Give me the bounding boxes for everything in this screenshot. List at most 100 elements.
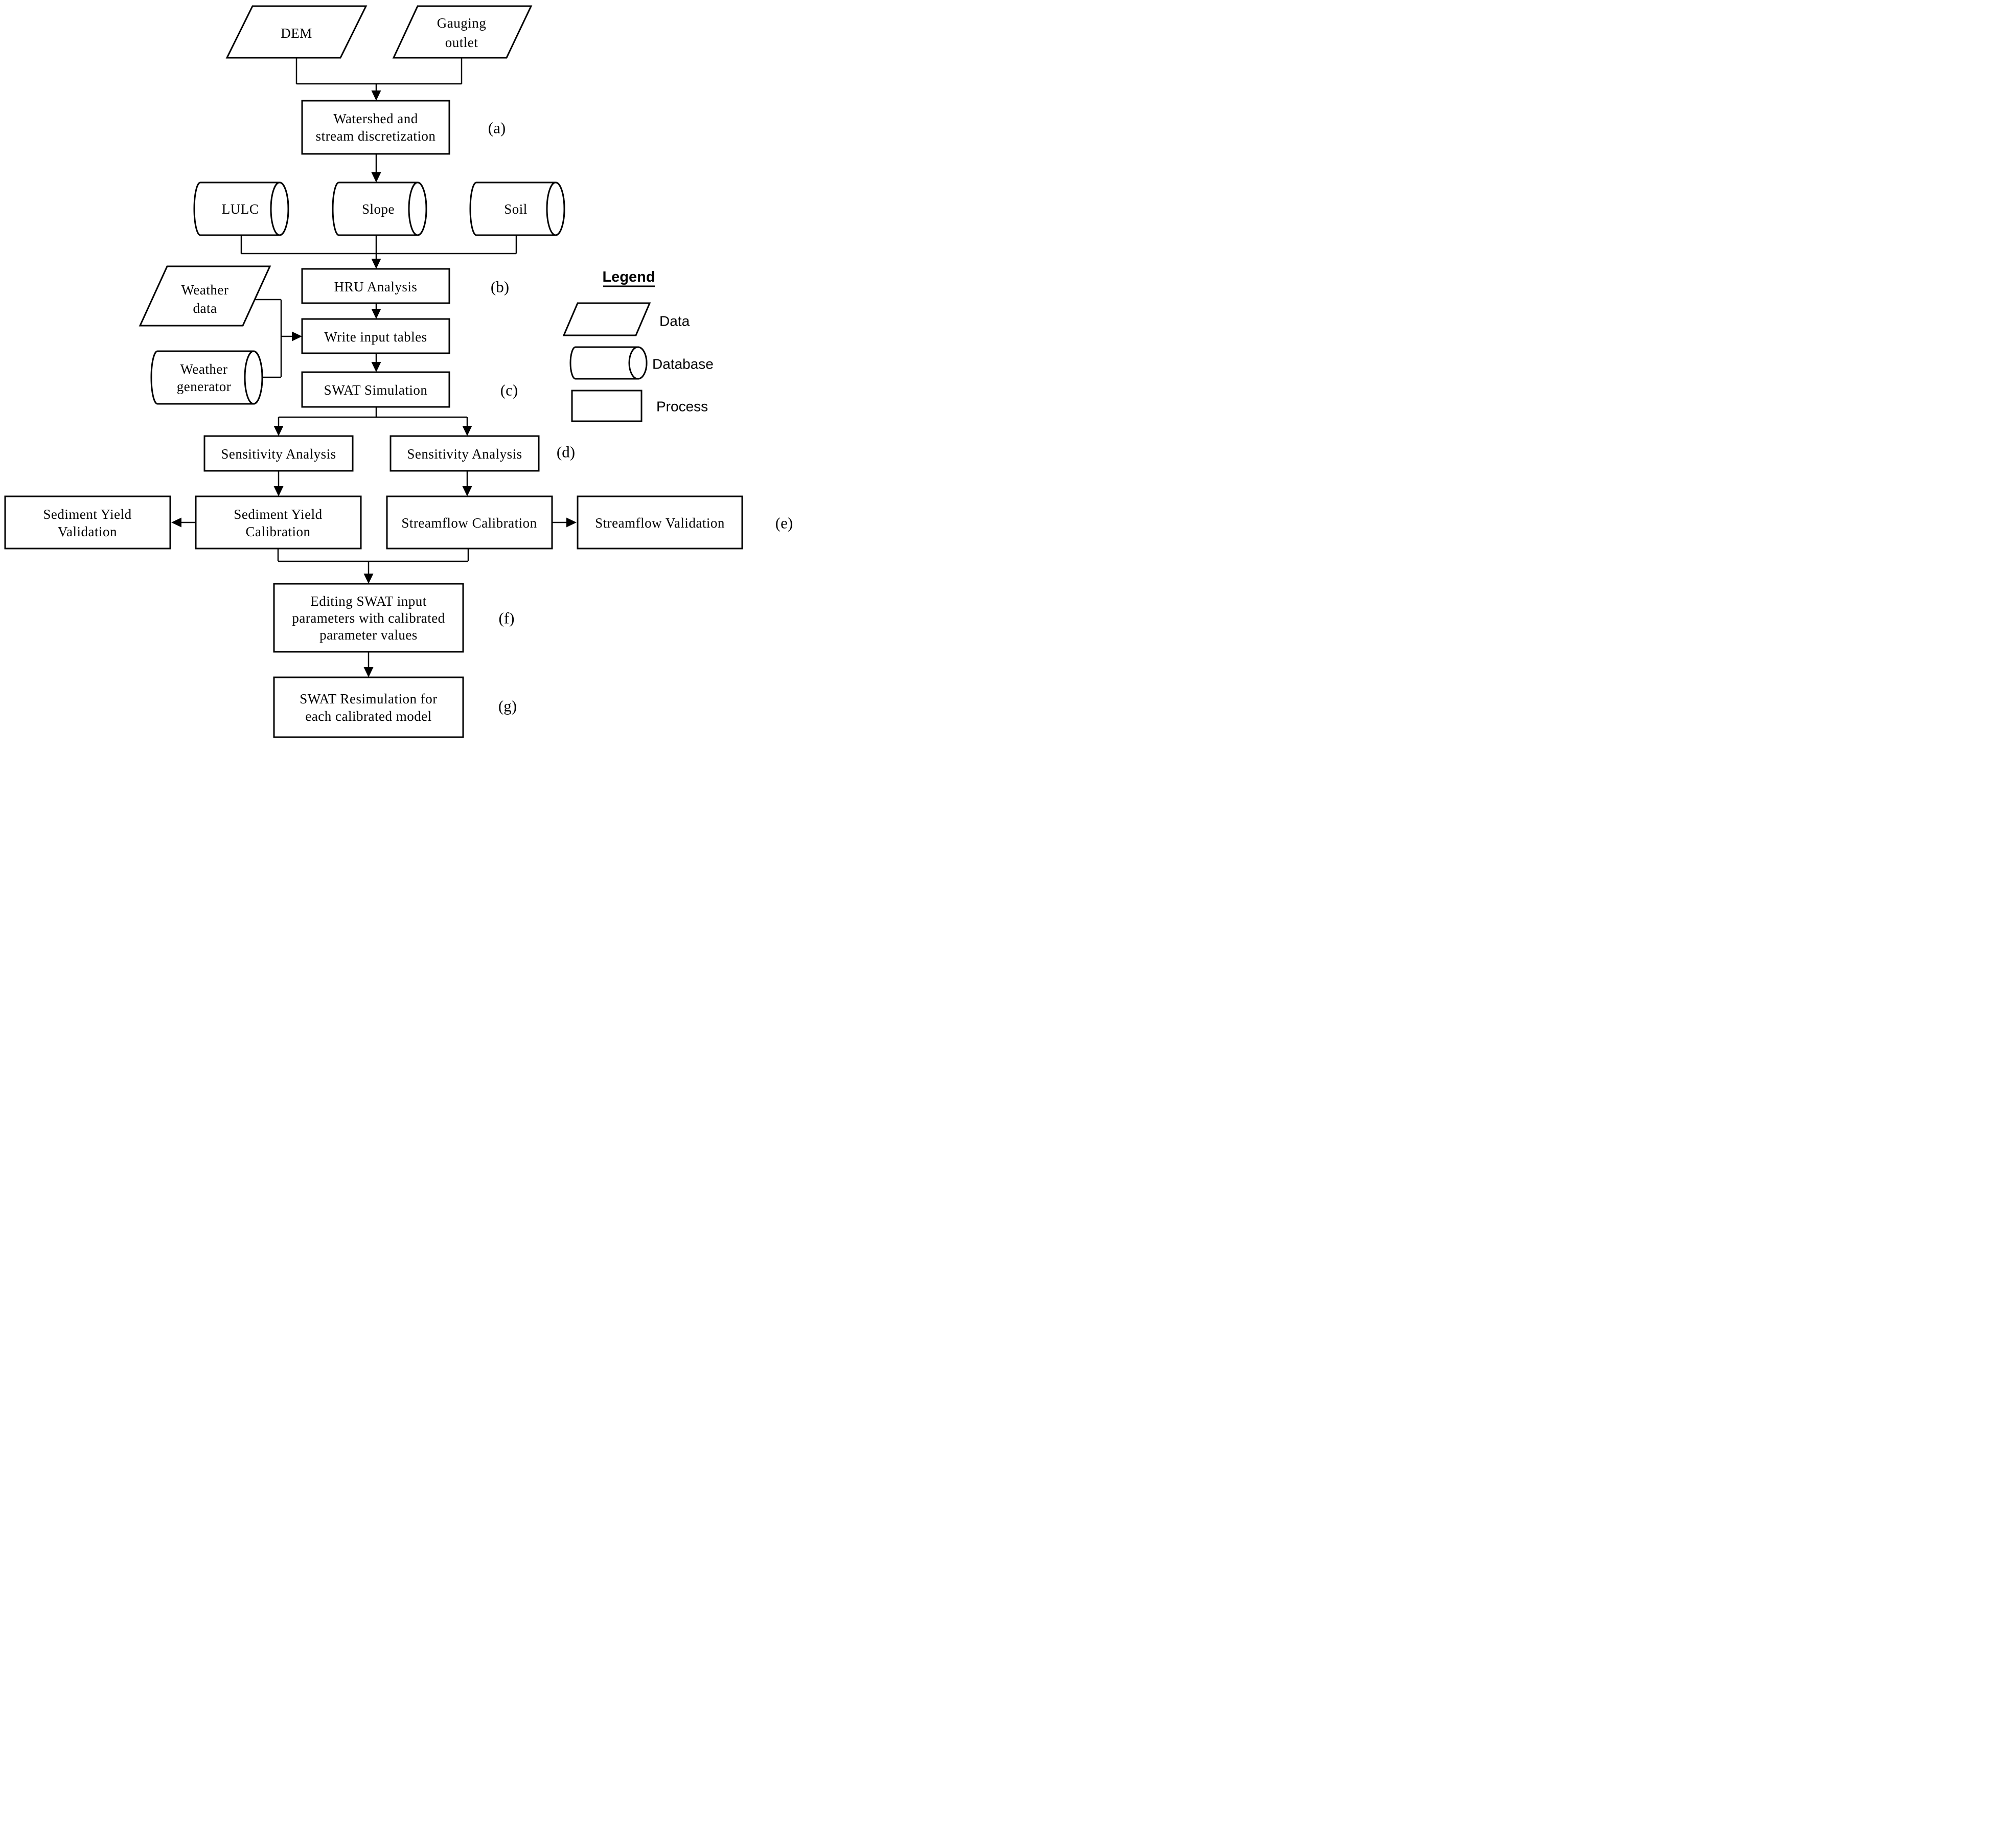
gauging-outlet-parallelogram	[392, 5, 533, 59]
arrowhead-down-icon	[371, 309, 381, 319]
resimulation-label-line1: SWAT Resimulation for	[300, 691, 438, 706]
gauging-outlet-label-line2: outlet	[445, 35, 478, 50]
legend-item-data: Data	[562, 302, 690, 336]
hru-rectangle	[301, 268, 450, 304]
hru-label: HRU Analysis	[334, 279, 418, 294]
step-label-e: (e)	[775, 514, 793, 532]
watershed-rectangle	[301, 100, 450, 155]
sensitivity-left-rectangle	[203, 435, 354, 472]
write-input-rectangle	[301, 318, 450, 354]
streamflow-validation-label: Streamflow Validation	[595, 515, 725, 531]
legend-item-process: Process	[571, 390, 708, 422]
sediment-validation-label-line2: Validation	[58, 524, 117, 539]
sediment-validation-label-line1: Sediment Yield	[43, 507, 131, 522]
weather-data-parallelogram	[139, 265, 271, 327]
lulc-cylinder-rim	[270, 181, 289, 236]
node-dem: DEM	[225, 5, 368, 59]
connector-watershed-to-cylinders	[371, 154, 381, 182]
weather-data-label-line1: Weather	[181, 282, 229, 298]
legend-process-rectangle	[571, 390, 643, 422]
node-streamflow-validation: Streamflow Validation	[577, 495, 743, 550]
sensitivity-right-label: Sensitivity Analysis	[407, 446, 522, 462]
connector-hru-to-write	[371, 303, 381, 319]
flowchart-canvas: DEM Gauging outlet Watershed and stream …	[0, 0, 797, 739]
legend-data-parallelogram	[562, 302, 651, 336]
sediment-validation-rectangle	[4, 495, 171, 550]
legend-database-cylinder-rim	[628, 346, 648, 380]
swat-simulation-rectangle	[301, 371, 450, 408]
connector-editing-to-resimulation	[363, 652, 374, 677]
swat-simulation-label: SWAT Simulation	[324, 382, 428, 398]
connector-sediment-validation-arrow	[171, 517, 196, 528]
arrowhead-right-icon	[292, 331, 302, 341]
step-label-c: (c)	[500, 381, 518, 399]
arrowhead-down-icon	[273, 426, 284, 436]
node-write-input-tables: Write input tables	[301, 318, 450, 354]
step-label-b: (b)	[491, 278, 509, 296]
arrowhead-right-icon	[566, 517, 577, 528]
streamflow-calibration-label: Streamflow Calibration	[401, 515, 537, 531]
arrowhead-down-icon	[273, 486, 284, 496]
arrowhead-down-icon	[371, 259, 381, 269]
arrowhead-down-icon	[363, 574, 374, 584]
sediment-calibration-rectangle	[195, 495, 362, 550]
connector-streamflow-validation-arrow	[552, 517, 577, 528]
connector-swat-split	[273, 407, 472, 436]
node-streamflow-calibration: Streamflow Calibration	[386, 495, 553, 550]
connector-sensitivity-to-calibration	[273, 471, 472, 496]
node-gauging-outlet: Gauging outlet	[392, 5, 533, 59]
lulc-label: LULC	[222, 201, 259, 217]
arrowhead-down-icon	[371, 362, 381, 372]
dem-label: DEM	[281, 26, 312, 41]
node-sensitivity-analysis-right: Sensitivity Analysis	[389, 435, 540, 472]
step-label-d: (d)	[557, 443, 575, 461]
node-hru-analysis: HRU Analysis	[301, 268, 450, 304]
streamflow-calibration-rectangle	[386, 495, 553, 550]
sensitivity-left-label: Sensitivity Analysis	[221, 446, 336, 462]
legend-item-database: Database	[569, 346, 714, 380]
watershed-label-line1: Watershed and	[333, 111, 418, 126]
node-swat-resimulation: SWAT Resimulation for each calibrated mo…	[273, 676, 464, 738]
arrowhead-down-icon	[371, 172, 381, 182]
legend-database-label: Database	[652, 356, 714, 372]
gauging-outlet-label-line1: Gauging	[437, 15, 486, 31]
connector-weather-junction	[254, 299, 302, 378]
weather-generator-label-line2: generator	[177, 379, 231, 394]
arrowhead-down-icon	[462, 486, 472, 496]
arrowhead-left-icon	[171, 517, 181, 528]
legend-title: Legend	[602, 269, 655, 285]
resimulation-rectangle	[273, 676, 464, 738]
legend-data-label: Data	[659, 313, 690, 329]
connector-write-to-swat	[371, 353, 381, 372]
sensitivity-right-rectangle	[389, 435, 540, 472]
legend-process-label: Process	[656, 399, 708, 415]
resimulation-label-line2: each calibrated model	[305, 709, 431, 724]
slope-cylinder-rim	[408, 181, 427, 236]
flowchart-svg: DEM Gauging outlet Watershed and stream …	[4, 5, 793, 738]
weather-data-label-line2: data	[193, 301, 217, 316]
node-weather-generator: Weather generator	[150, 350, 263, 405]
connector-calibration-merge	[277, 549, 469, 584]
node-weather-data: Weather data	[139, 265, 271, 327]
arrowhead-down-icon	[462, 426, 472, 436]
arrowhead-down-icon	[363, 667, 374, 677]
write-input-label: Write input tables	[324, 329, 427, 345]
node-sediment-yield-calibration: Sediment Yield Calibration	[195, 495, 362, 550]
node-sediment-yield-validation: Sediment Yield Validation	[4, 495, 171, 550]
sediment-calibration-label-line2: Calibration	[246, 524, 311, 539]
node-sensitivity-analysis-left: Sensitivity Analysis	[203, 435, 354, 472]
node-slope: Slope	[332, 181, 427, 236]
node-lulc: LULC	[193, 181, 289, 236]
node-watershed-discretization: Watershed and stream discretization	[301, 100, 450, 155]
soil-label: Soil	[504, 201, 528, 217]
connector-cylinders-merge	[240, 235, 517, 269]
step-label-g: (g)	[498, 697, 517, 715]
step-label-a: (a)	[488, 119, 506, 137]
node-soil: Soil	[469, 181, 565, 236]
arrowhead-down-icon	[371, 90, 381, 101]
dem-parallelogram	[225, 5, 368, 59]
streamflow-validation-rectangle	[577, 495, 743, 550]
node-swat-simulation: SWAT Simulation	[301, 371, 450, 408]
soil-cylinder-rim	[546, 181, 565, 236]
weather-generator-label-line1: Weather	[180, 361, 228, 377]
